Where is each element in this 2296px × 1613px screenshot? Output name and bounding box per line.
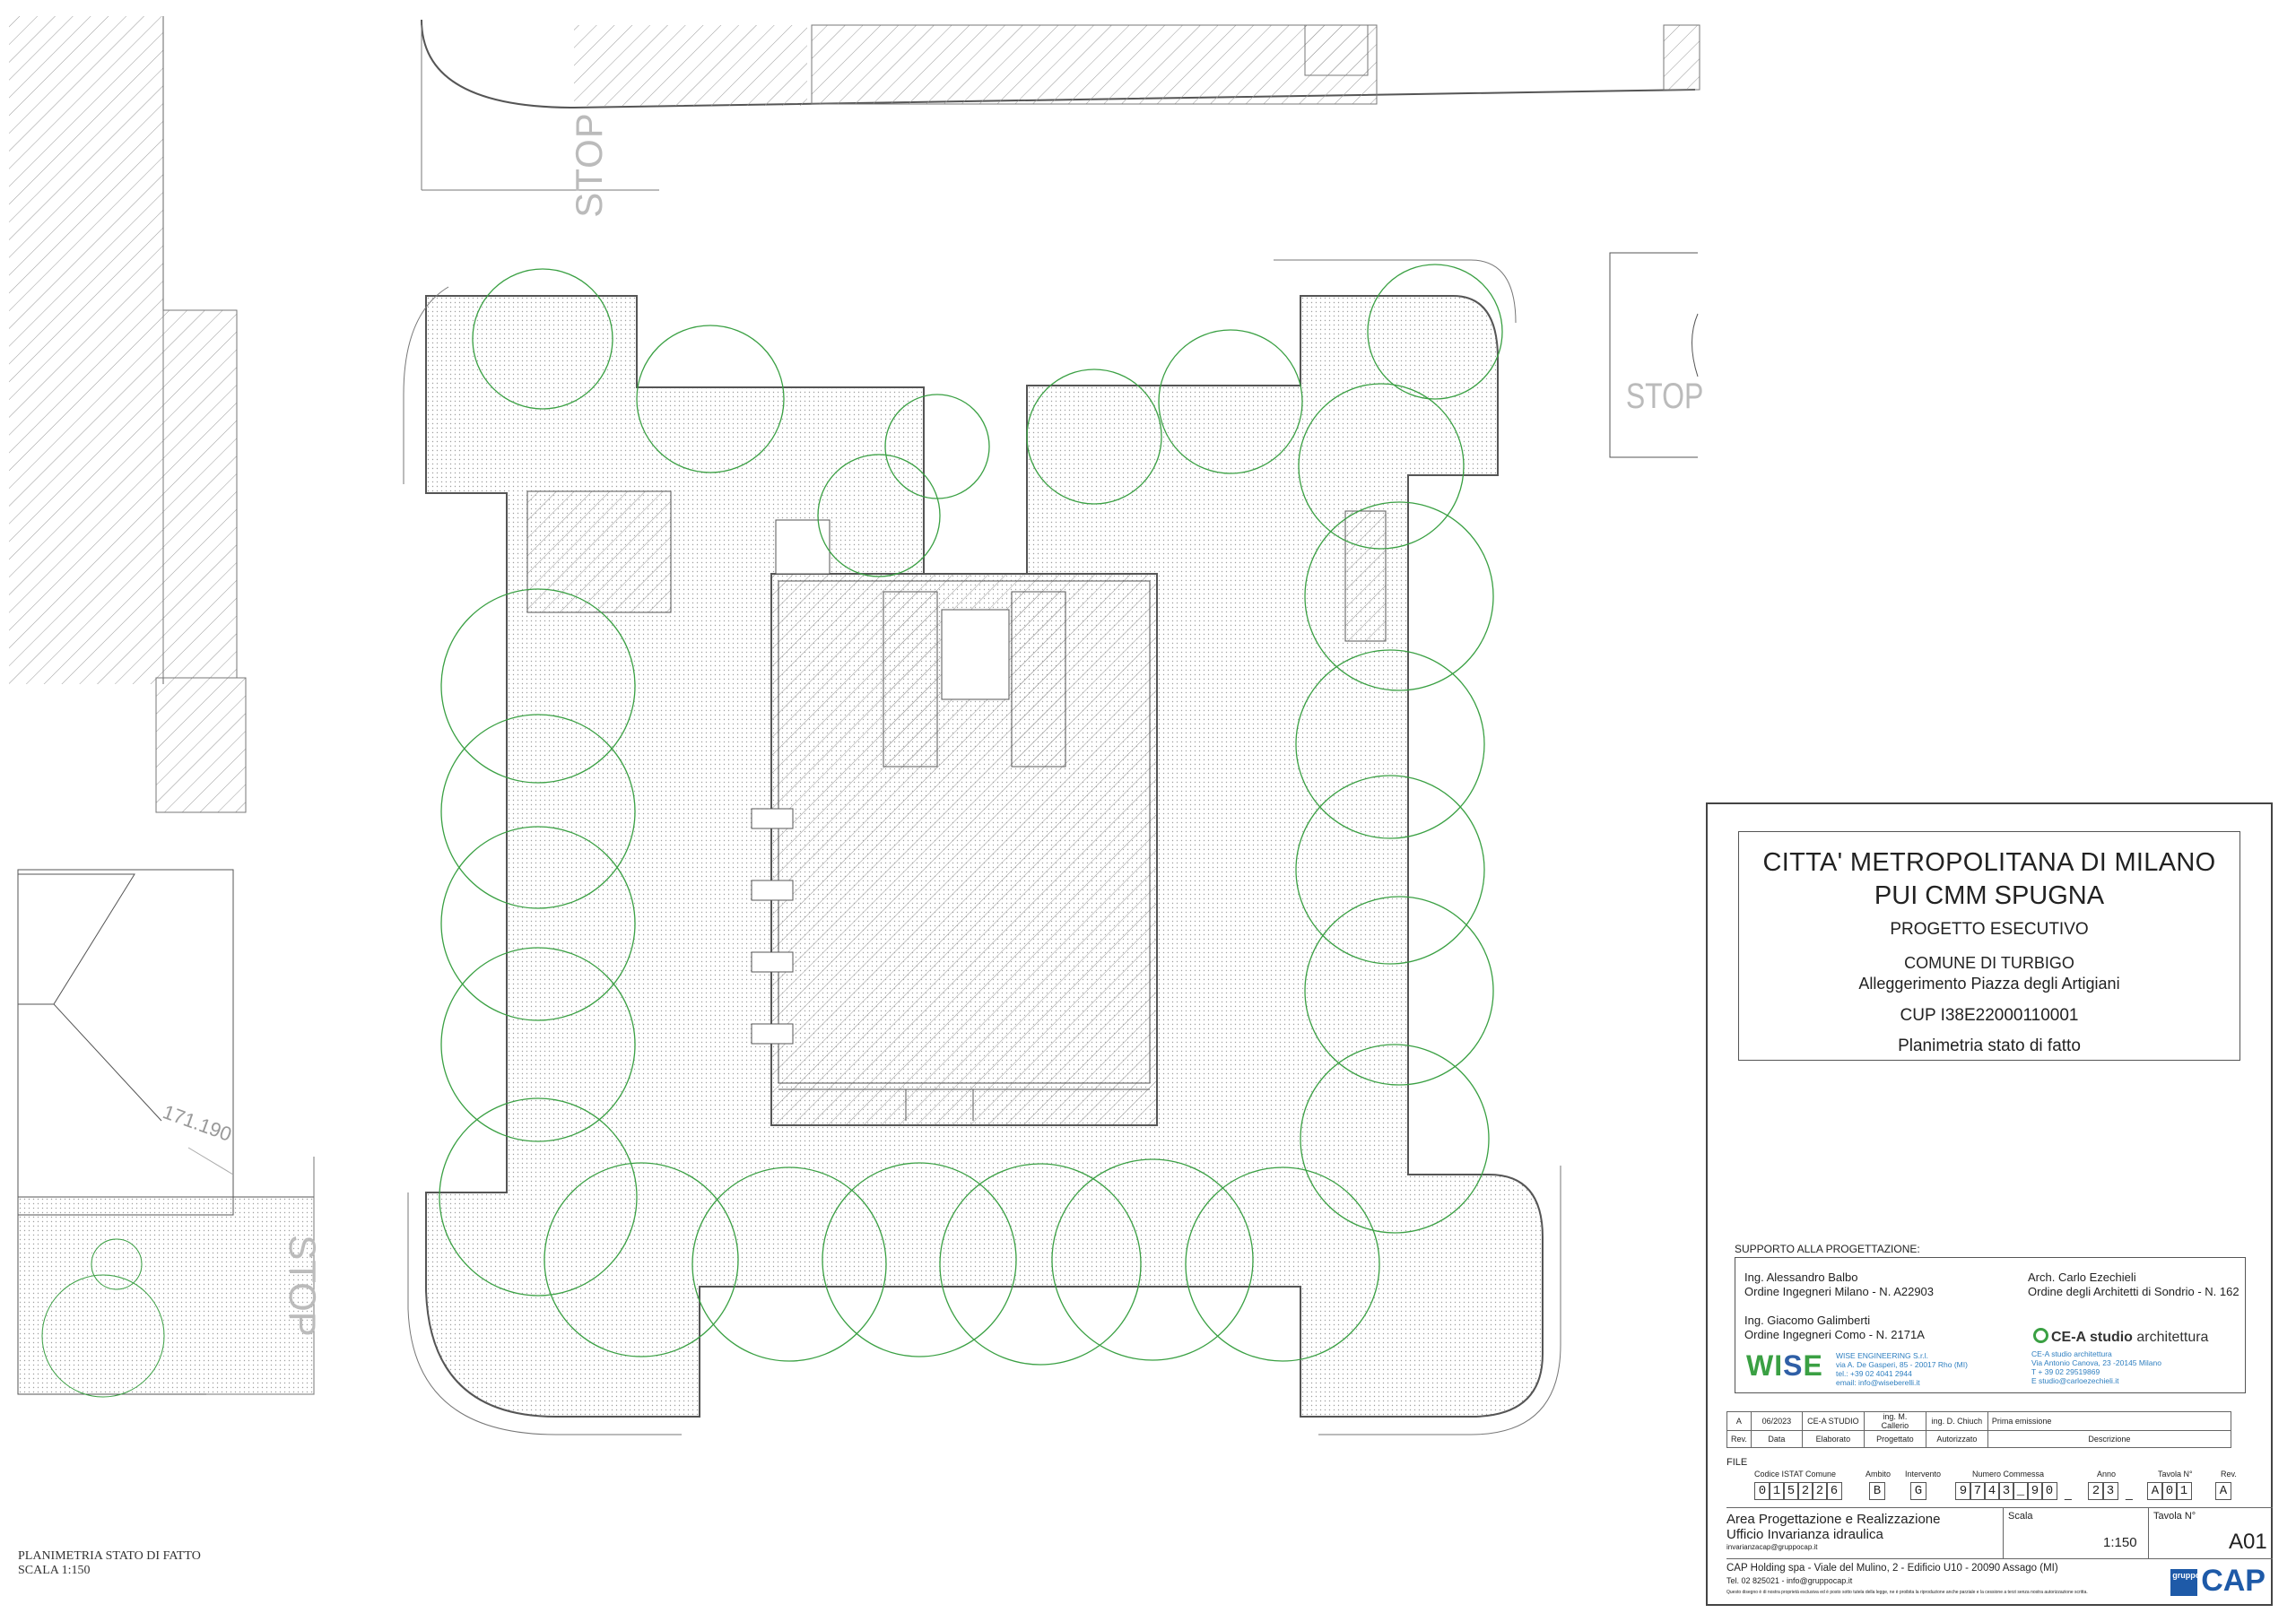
trees: [439, 264, 1503, 1366]
engineer-2: Ing. Giacomo Galimberti Ordine Ingegneri…: [1744, 1314, 1925, 1342]
title-line-2: PUI CMM SPUGNA: [1874, 881, 2105, 910]
right-edge: [1609, 252, 1699, 458]
support-box: Ing. Alessandro Balbo Ordine Ingegneri M…: [1735, 1257, 2246, 1393]
top-road: [421, 19, 1700, 191]
scale-label: Scala: [2008, 1511, 2033, 1522]
engineer-2-order: Ordine Ingegneri Como - N. 2171A: [1744, 1328, 1925, 1341]
road-lower-left: [187, 1147, 315, 1395]
cea-ring-icon: [2033, 1328, 2048, 1343]
separator-1: _: [2065, 1486, 2072, 1500]
title-line-4: COMUNE DI TURBIGO: [1904, 954, 2074, 972]
commessa-label: Numero Commessa: [1972, 1470, 2045, 1479]
title-line-7: Planimetria stato di fatto: [1898, 1036, 2081, 1055]
engineer-2-name: Ing. Giacomo Galimberti: [1744, 1314, 1871, 1327]
title-line-5: Alleggerimento Piazza degli Artigiani: [1858, 975, 2120, 993]
office-row: Area Progettazione e Realizzazione Uffic…: [1726, 1507, 2273, 1559]
engineer-1-order: Ordine Ingegneri Milano - N. A22903: [1744, 1285, 1935, 1298]
footer: CAP Holding spa - Viale del Mulino, 2 - …: [1726, 1557, 2273, 1599]
support-label: SUPPORTO ALLA PROGETTAZIONE:: [1735, 1243, 1920, 1255]
stop-label-right: STOP: [1625, 377, 1704, 416]
office-line-1: Area Progettazione e Realizzazione: [1726, 1512, 1941, 1527]
office-email: invarianzacap@gruppocap.it: [1726, 1543, 1818, 1551]
rev-code: A: [2215, 1482, 2231, 1500]
intervento-code: G: [1910, 1482, 1926, 1500]
architect-order: Ordine degli Architetti di Sondrio - N. …: [2028, 1285, 2239, 1298]
engineer-1: Ing. Alessandro Balbo Ordine Ingegneri M…: [1744, 1270, 1934, 1299]
cap-logo: gruppoCAP: [2138, 1565, 2266, 1597]
title-line-6: CUP I38E22000110001: [1900, 1006, 2079, 1025]
tavola-label: Tavola N°: [2158, 1470, 2193, 1479]
plan-caption: PLANIMETRIA STATO DI FATTO SCALA 1:150: [18, 1549, 201, 1578]
footer-address: CAP Holding spa - Viale del Mulino, 2 - …: [1726, 1563, 2058, 1574]
rev-label: Rev.: [2221, 1470, 2237, 1479]
title-block: CITTA' METROPOLITANA DI MILANO PUI CMM S…: [1706, 802, 2273, 1606]
architect: Arch. Carlo Ezechieli Ordine degli Archi…: [2028, 1270, 2239, 1299]
sheet-value: A01: [2229, 1530, 2267, 1554]
footer-contact: Tel. 02 825021 - info@gruppocap.it: [1726, 1576, 1853, 1585]
cea-logo: CE-A studio architettura: [2033, 1328, 2208, 1346]
scale-value: 1:150: [2103, 1535, 2137, 1550]
engineer-1-name: Ing. Alessandro Balbo: [1744, 1270, 1858, 1284]
project-title-box: CITTA' METROPOLITANA DI MILANO PUI CMM S…: [1738, 831, 2240, 1061]
stop-label-bottom: STOP: [281, 1235, 324, 1337]
title-line-3: PROGETTO ESECUTIVO: [1890, 920, 2089, 939]
wise-logo: WISE: [1746, 1349, 1823, 1382]
ambito-label: Ambito: [1866, 1470, 1892, 1479]
sheet-label: Tavola N°: [2153, 1511, 2196, 1522]
title-line-1: CITTA' METROPOLITANA DI MILANO: [1762, 848, 2216, 877]
stop-label-top: STOP: [567, 112, 610, 218]
ambito-code: B: [1869, 1482, 1885, 1500]
cea-contact: CE-A studio architettura Via Antonio Can…: [2031, 1349, 2161, 1385]
istat-label: Codice ISTAT Comune: [1754, 1470, 1837, 1479]
file-label: FILE: [1726, 1457, 1748, 1468]
anno-label: Anno: [2097, 1470, 2117, 1479]
wise-contact: WISE ENGINEERING S.r.l. via A. De Gasper…: [1836, 1351, 1968, 1387]
office-line-2: Ufficio Invarianza idraulica: [1726, 1527, 1883, 1542]
revision-headers: Rev. Data Elaborato Progettato Autorizza…: [1726, 1430, 2231, 1448]
revision-table: A 06/2023 CE-A STUDIO ing. M. Callerio i…: [1726, 1411, 2231, 1448]
separator-2: _: [2126, 1486, 2133, 1500]
caption-line-2: SCALA 1:150: [18, 1564, 91, 1577]
left-buildings: [9, 16, 315, 1398]
caption-line-1: PLANIMETRIA STATO DI FATTO: [18, 1549, 201, 1563]
site-plan-drawing: [9, 16, 1700, 1435]
architect-name: Arch. Carlo Ezechieli: [2028, 1270, 2136, 1284]
intervento-label: Intervento: [1905, 1470, 1942, 1479]
plaza: [403, 259, 1561, 1435]
revision-row: A 06/2023 CE-A STUDIO ing. M. Callerio i…: [1726, 1411, 2231, 1431]
footer-note: Questo disegno è di nostra proprietà esc…: [1726, 1590, 2088, 1595]
